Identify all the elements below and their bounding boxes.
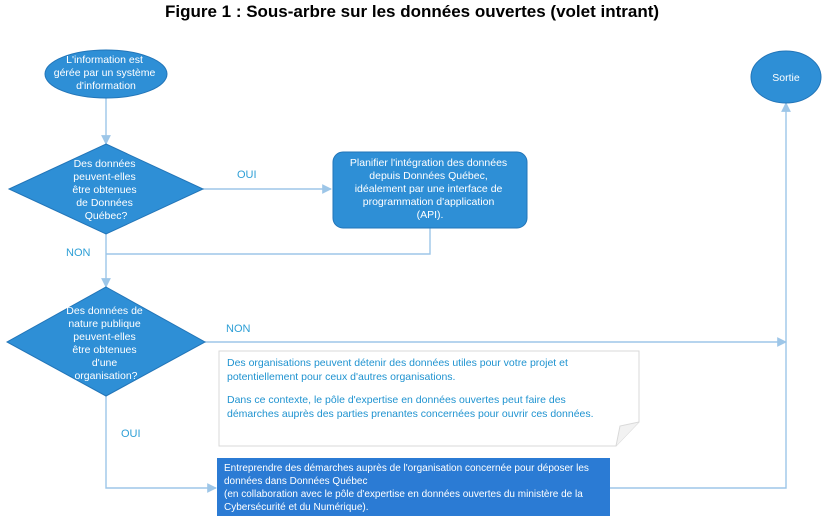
note-line: démarches auprès des parties prenantes c… [227, 408, 594, 420]
node-exit: Sortie [750, 50, 822, 104]
connector-plan-return [106, 228, 431, 255]
figure-title: Figure 1 : Sous-arbre sur les données ou… [165, 2, 659, 21]
note-line: potentiellement pour ceux d'autres organ… [227, 371, 455, 383]
decision1-line: de Données [76, 197, 133, 209]
node-decision1: Des données peuvent-elles être obtenues … [7, 143, 205, 235]
decision2-line: peuvent-elles [73, 331, 135, 343]
plan-line: idéalement par une interface de [355, 183, 503, 195]
decision2-line: nature publique [68, 318, 141, 330]
action-line: (en collaboration avec le pôle d'experti… [224, 489, 583, 500]
node-decision2: Des données de nature publique peuvent-e… [5, 286, 207, 397]
decision1-line: être obtenues [72, 184, 136, 196]
label-decision1-no: NON [66, 247, 91, 259]
decision2-diamond [5, 286, 207, 397]
start-line: L'information est [66, 54, 143, 66]
decision1-line: peuvent-elles [73, 171, 135, 183]
action-text: Entreprendre des démarches auprès de l'o… [224, 463, 592, 513]
note-fold [615, 421, 640, 447]
start-text: L'information est gérée par un système d… [54, 54, 158, 92]
decision2-line: Des données de [66, 305, 143, 317]
action-box [217, 458, 610, 516]
start-line: gérée par un système [54, 67, 156, 79]
label-decision1-yes: OUI [237, 169, 257, 181]
action-line: Entreprendre des démarches auprès de l'o… [224, 463, 589, 474]
label-decision2-yes: OUI [121, 428, 141, 440]
exit-ellipse [750, 50, 822, 104]
decision2-line: organisation? [74, 370, 137, 382]
note-text: Des organisations peuvent détenir des do… [227, 357, 594, 420]
label-decision2-no: NON [226, 323, 251, 335]
node-start: L'information est gérée par un système d… [44, 49, 168, 99]
decision2-line: être obtenues [72, 344, 136, 356]
plan-line: programmation d'application [363, 196, 495, 208]
start-ellipse [44, 49, 168, 99]
action-line: données dans Données Québec [224, 476, 367, 487]
node-plan: Planifier l'intégration des données depu… [332, 151, 528, 229]
plan-line: (API). [417, 209, 444, 221]
decision2-line: d'une [92, 357, 118, 369]
node-action: Entreprendre des démarches auprès de l'o… [217, 458, 610, 516]
node-note: Des organisations peuvent détenir des do… [218, 350, 640, 447]
connector-action-to-exit [610, 102, 791, 489]
plan-line: depuis Données Québec, [369, 170, 488, 182]
connectors [101, 98, 791, 493]
connector-decision2-to-action [105, 396, 217, 493]
decision2-text: Des données de nature publique peuvent-e… [66, 305, 145, 382]
exit-text: Sortie [772, 72, 800, 84]
action-line: Cybersécurité et du Numérique). [224, 502, 369, 513]
decision1-line: Des données [74, 158, 136, 170]
plan-text: Planifier l'intégration des données depu… [350, 157, 510, 221]
note-line: Des organisations peuvent détenir des do… [227, 357, 568, 369]
note-line: Dans ce contexte, le pôle d'expertise en… [227, 394, 566, 406]
decision1-text: Des données peuvent-elles être obtenues … [72, 158, 139, 222]
decision1-diamond [7, 143, 205, 235]
plan-line: Planifier l'intégration des données [350, 157, 507, 169]
start-line: d'information [76, 80, 136, 92]
plan-box [332, 151, 528, 229]
decision1-line: Québec? [85, 210, 128, 222]
